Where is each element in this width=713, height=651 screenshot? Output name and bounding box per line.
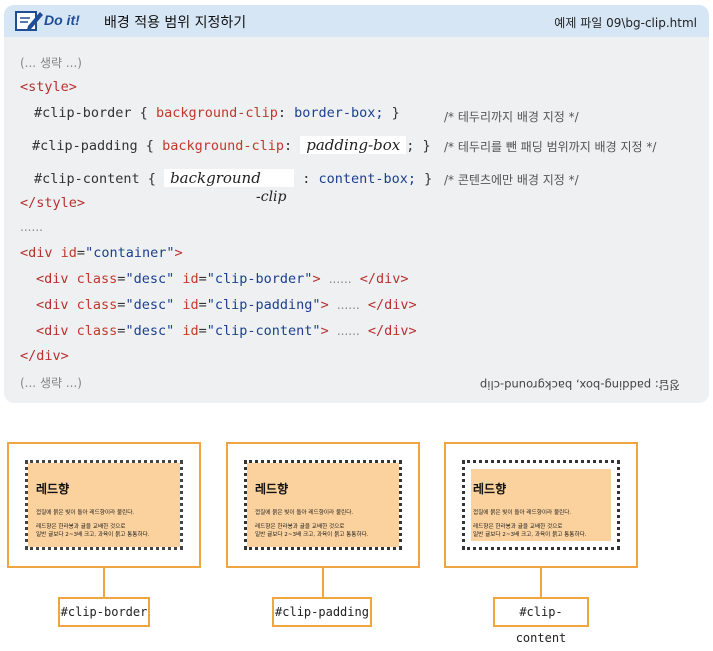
answer-upside-down: 정답: padding-box, background-clip (480, 378, 680, 392)
style-close-tag: </style> (20, 195, 86, 211)
demo-line: 레드향은 한라봉과 귤을 교배한 것으로 (36, 524, 126, 530)
demo-line: 레드향은 한라봉과 귤을 교배한 것으로 (473, 524, 563, 530)
handwritten-answer: background (164, 169, 295, 187)
value: border-box; (294, 105, 384, 121)
label-clip-content: #clip-content (493, 597, 589, 645)
label-clip-padding: #clip-padding (272, 597, 372, 627)
property: background-clip (162, 138, 284, 154)
demo-box: 레드향 껍질에 붉은 빛이 돌아 레드향이라 불린다. 레드향은 한라봉과 귤을… (462, 460, 620, 550)
doit-badge: Do it! (44, 12, 80, 28)
selector: #clip-border (34, 105, 132, 121)
handwritten-answer-suffix: -clip (256, 189, 287, 205)
demo-clip-padding: 레드향 껍질에 붉은 빛이 돌아 레드향이라 불린다. 레드향은 한라봉과 귤을… (226, 442, 420, 568)
comment-padding: /* 테두리를 뺀 패딩 범위까지 배경 지정 */ (444, 140, 657, 154)
property: background-clip (155, 105, 278, 121)
omit-start: (... 생략 ...) (20, 56, 82, 70)
selector: #clip-padding (32, 138, 138, 154)
example-title: 배경 적용 범위 지정하기 (104, 15, 247, 31)
selector: #clip-content (34, 171, 140, 187)
connector-line (540, 568, 542, 598)
comment-border: /* 테두리까지 배경 지정 */ (444, 110, 579, 124)
code-rule-content: #clip-content { background : content-box… (34, 169, 433, 187)
demo-box: 레드향 껍질에 붉은 빛이 돌아 레드향이라 불린다. 레드향은 한라봉과 귤을… (244, 460, 402, 550)
demo-heading: 레드향 (36, 482, 70, 496)
demo-heading: 레드향 (473, 482, 507, 496)
demo-line: 껍질에 붉은 빛이 돌아 레드향이라 불린다. (36, 510, 135, 516)
child-div-border: <div class="desc" id="clip-border"> ....… (36, 271, 409, 287)
child-div-padding: <div class="desc" id="clip-padding"> ...… (36, 297, 417, 313)
demo-line: 일반 귤보다 2~3배 크고, 과육이 붉고 통통하다. (255, 532, 369, 538)
handwritten-answer: padding-box (300, 136, 407, 154)
pencil-note-icon (15, 11, 43, 31)
code-rule-border: #clip-border { background-clip: border-b… (34, 105, 400, 121)
demo-clip-content: 레드향 껍질에 붉은 빛이 돌아 레드향이라 불린다. 레드향은 한라봉과 귤을… (444, 442, 638, 568)
connector-line (322, 568, 324, 598)
demo-line: 껍질에 붉은 빛이 돌아 레드향이라 불린다. (473, 510, 572, 516)
comment-content: /* 콘텐츠에만 배경 지정 */ (444, 173, 579, 187)
code-panel: (... 생략 ...) <style> #clip-border { back… (4, 37, 709, 403)
example-header: Do it! 배경 적용 범위 지정하기 예제 파일 09\bg-clip.ht… (4, 5, 709, 38)
demo-line: 일반 귤보다 2~3배 크고, 과육이 붉고 통통하다. (36, 532, 150, 538)
demo-clip-border: 레드향 껍질에 붉은 빛이 돌아 레드향이라 불린다. 레드향은 한라봉과 귤을… (7, 442, 201, 568)
container-open: <div id="container"> (20, 245, 183, 261)
label-clip-border: #clip-border (58, 597, 150, 627)
container-close: </div> (20, 348, 69, 364)
value: content-box; (318, 171, 416, 187)
example-file-path: 예제 파일 09\bg-clip.html (554, 16, 697, 30)
style-open-tag: <style> (20, 79, 77, 95)
child-div-content: <div class="desc" id="clip-content"> ...… (36, 323, 417, 339)
demo-heading: 레드향 (255, 482, 289, 496)
code-rule-padding: #clip-padding { background-clip: padding… (32, 136, 431, 154)
demo-box: 레드향 껍질에 붉은 빛이 돌아 레드향이라 불린다. 레드향은 한라봉과 귤을… (25, 460, 183, 550)
ellipsis: ...... (20, 220, 43, 234)
connector-line (103, 568, 105, 598)
demo-line: 껍질에 붉은 빛이 돌아 레드향이라 불린다. (255, 510, 354, 516)
demo-line: 레드향은 한라봉과 귤을 교배한 것으로 (255, 524, 345, 530)
demo-line: 일반 귤보다 2~3배 크고, 과육이 붉고 통통하다. (473, 532, 587, 538)
omit-end: (... 생략 ...) (20, 376, 82, 390)
